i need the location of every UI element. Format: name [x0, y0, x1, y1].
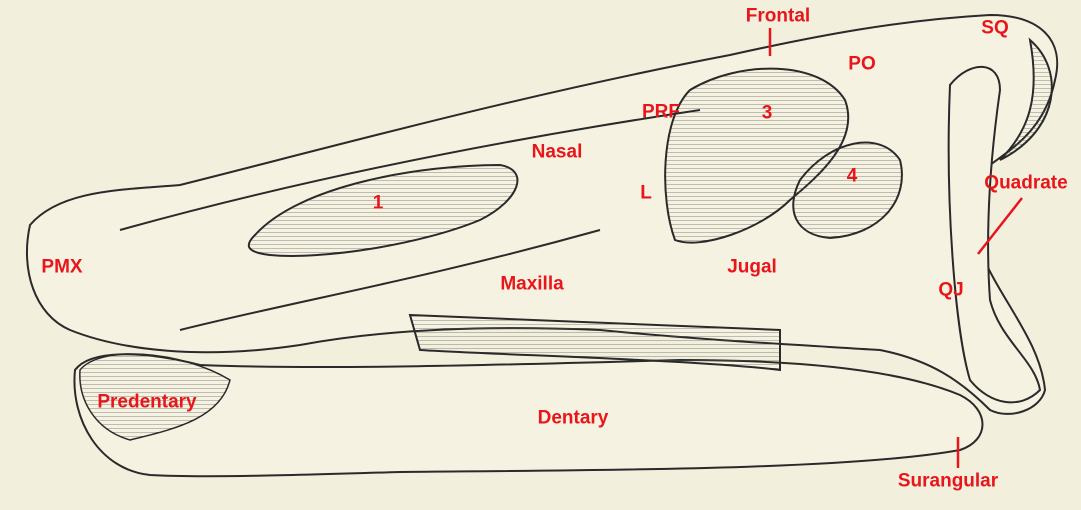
label-predentary: Predentary	[97, 391, 197, 413]
label-surangular: Surangular	[897, 470, 999, 492]
label-maxilla: Maxilla	[500, 273, 564, 295]
orbit-3	[664, 67, 850, 244]
label-qj: QJ	[938, 279, 964, 301]
predentary-bone	[79, 353, 231, 441]
label-pmx: PMX	[41, 256, 83, 278]
fenestra-1	[247, 163, 519, 257]
dentary-outline	[73, 353, 984, 478]
quadrate-leader-line	[977, 197, 1023, 255]
label-po: PO	[848, 53, 876, 75]
maxilla-edge-line	[179, 229, 601, 331]
label-l: L	[640, 182, 652, 204]
label-4: 4	[846, 165, 858, 187]
nasal-suture-line	[119, 109, 701, 231]
label-quadrate: Quadrate	[984, 172, 1068, 194]
label-3: 3	[761, 102, 773, 124]
label-1: 1	[372, 192, 384, 214]
label-jugal: Jugal	[727, 256, 777, 278]
tooth-row	[408, 313, 781, 372]
label-frontal: Frontal	[745, 5, 811, 27]
fenestra-4	[792, 141, 903, 240]
squamosal-hook	[999, 37, 1053, 161]
label-dentary: Dentary	[537, 407, 609, 429]
label-prf: PRF	[642, 101, 680, 123]
quadrate-bone	[947, 65, 1042, 404]
label-sq: SQ	[981, 17, 1009, 39]
label-nasal: Nasal	[531, 141, 583, 163]
